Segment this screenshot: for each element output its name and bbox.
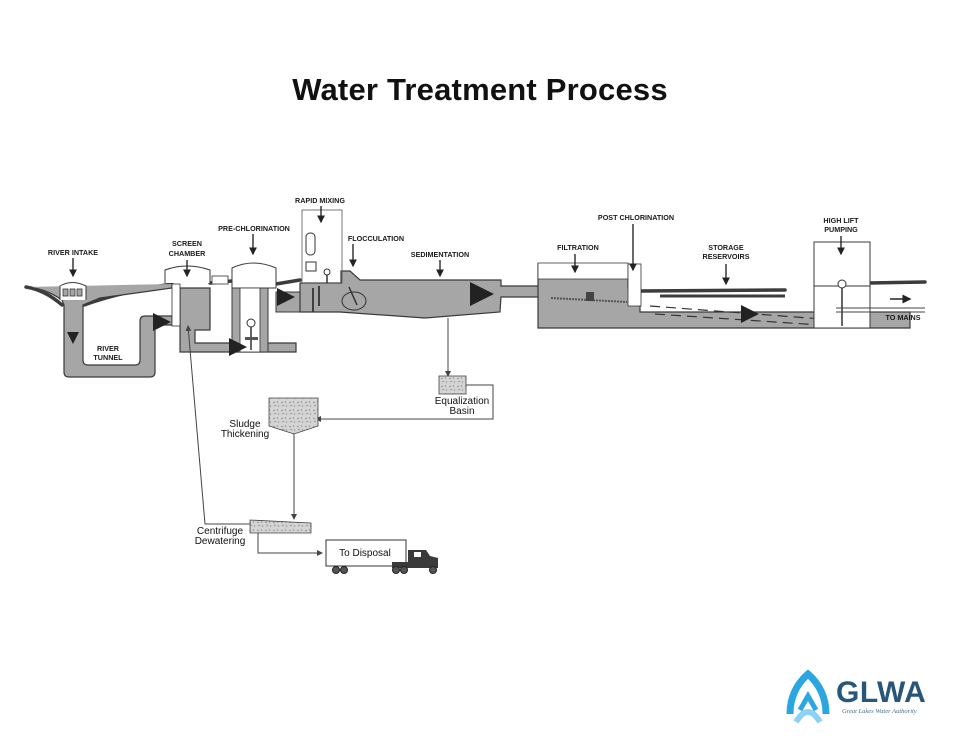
river-intake-structure	[25, 282, 173, 378]
logo-subtitle: Great Lakes Water Authority	[842, 708, 917, 715]
disposal-truck-icon	[325, 539, 438, 574]
label-to-disposal: To Disposal	[339, 548, 391, 559]
logo-name: GLWA	[836, 676, 927, 709]
glwa-logo-icon	[786, 670, 830, 724]
label-filtration: FILTRATION	[557, 243, 599, 252]
label-thickening-2: Thickening	[221, 429, 269, 440]
label-river-tunnel-1: RIVER	[97, 344, 120, 353]
label-screen-chamber-1: SCREEN	[172, 239, 202, 248]
label-sedimentation: SEDIMENTATION	[411, 250, 469, 259]
label-thickening-1: Sludge	[229, 419, 261, 430]
pre-chlorination-structure	[229, 262, 301, 356]
label-screen-chamber-2: CHAMBER	[169, 249, 207, 258]
label-rapid-mixing: RAPID MIXING	[295, 196, 345, 205]
label-to-mains: TO MAINS	[885, 313, 920, 322]
label-storage-reservoirs-2: RESERVOIRS	[703, 252, 750, 261]
centrifuge-unit	[249, 519, 312, 534]
equalization-basin	[438, 375, 467, 395]
flow-centrifuge-to-screen	[185, 325, 250, 525]
label-equalization-1: Equalization	[435, 396, 489, 407]
label-post-chlorination: POST CHLORINATION	[598, 213, 674, 222]
flow-equalization-to-thickening	[315, 384, 494, 422]
label-river-tunnel-2: TUNNEL	[93, 353, 123, 362]
page-title: Water Treatment Process	[292, 72, 668, 107]
main-basin	[299, 209, 541, 319]
high-lift-pumping-structure	[813, 241, 925, 329]
label-river-intake: RIVER INTAKE	[48, 248, 98, 257]
flow-centrifuge-to-disposal	[257, 531, 323, 556]
label-centrifuge-1: Centrifuge	[197, 526, 244, 537]
label-equalization-2: Basin	[449, 406, 474, 417]
label-flocculation: FLOCCULATION	[348, 234, 404, 243]
label-centrifuge-2: Dewatering	[195, 536, 246, 547]
label-storage-reservoirs-1: STORAGE	[708, 243, 744, 252]
label-pre-chlorination: PRE-CHLORINATION	[218, 224, 290, 233]
sludge-thickening-tank	[268, 397, 319, 435]
label-high-lift-pumping-2: PUMPING	[824, 225, 858, 234]
label-high-lift-pumping-1: HIGH LIFT	[823, 216, 859, 225]
